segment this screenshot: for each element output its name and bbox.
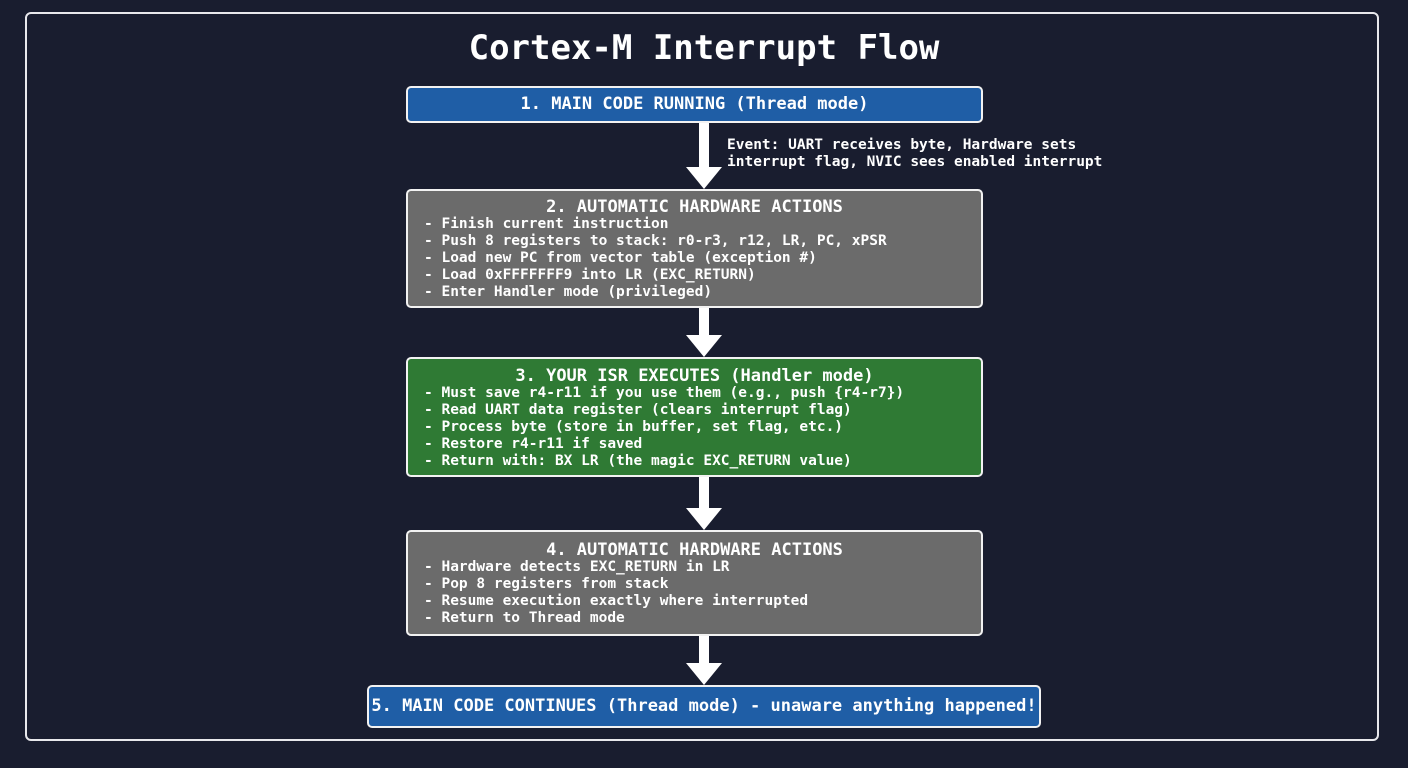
step-2-line: - Push 8 registers to stack: r0-r3, r12,… — [424, 233, 887, 249]
event-note-line-1: Event: UART receives byte, Hardware sets — [727, 137, 1077, 153]
step-4-line: - Resume execution exactly where interru… — [424, 593, 809, 609]
step-4-lines: - Hardware detects EXC_RETURN in LR - Po… — [408, 559, 981, 627]
step-3-title: 3. YOUR ISR EXECUTES (Handler mode) — [515, 366, 874, 386]
step-2-box: 2. AUTOMATIC HARDWARE ACTIONS - Finish c… — [406, 189, 983, 308]
step-5-title: 5. MAIN CODE CONTINUES (Thread mode) - u… — [371, 696, 1037, 716]
event-note: Event: UART receives byte, Hardware sets… — [727, 137, 1102, 171]
step-2-line: - Finish current instruction — [424, 216, 669, 232]
step-3-lines: - Must save r4-r11 if you use them (e.g.… — [408, 385, 981, 470]
event-note-line-2: interrupt flag, NVIC sees enabled interr… — [727, 154, 1103, 170]
diagram-title: Cortex-M Interrupt Flow — [468, 28, 940, 68]
step-5-box: 5. MAIN CODE CONTINUES (Thread mode) - u… — [367, 685, 1041, 728]
step-2-line: - Load 0xFFFFFFF9 into LR (EXC_RETURN) — [424, 267, 756, 283]
arrow-4-to-5 — [686, 636, 722, 685]
arrow-3-to-4 — [686, 477, 722, 530]
step-3-box: 3. YOUR ISR EXECUTES (Handler mode) - Mu… — [406, 357, 983, 477]
step-2-line: - Enter Handler mode (privileged) — [424, 284, 713, 300]
step-4-box: 4. AUTOMATIC HARDWARE ACTIONS - Hardware… — [406, 530, 983, 636]
step-3-line: - Read UART data register (clears interr… — [424, 402, 852, 418]
step-4-line: - Hardware detects EXC_RETURN in LR — [424, 559, 730, 575]
step-2-line: - Load new PC from vector table (excepti… — [424, 250, 817, 266]
step-4-title: 4. AUTOMATIC HARDWARE ACTIONS — [546, 540, 843, 560]
step-2-lines: - Finish current instruction - Push 8 re… — [408, 216, 981, 301]
step-2-title: 2. AUTOMATIC HARDWARE ACTIONS — [546, 197, 843, 217]
arrow-2-to-3 — [686, 308, 722, 357]
step-4-line: - Pop 8 registers from stack — [424, 576, 669, 592]
step-3-line: - Must save r4-r11 if you use them (e.g.… — [424, 385, 905, 401]
diagram-frame — [25, 12, 1379, 741]
step-1-box: 1. MAIN CODE RUNNING (Thread mode) — [406, 86, 983, 123]
step-3-line: - Restore r4-r11 if saved — [424, 436, 643, 452]
step-4-line: - Return to Thread mode — [424, 610, 625, 626]
step-3-line: - Return with: BX LR (the magic EXC_RETU… — [424, 453, 852, 469]
step-1-title: 1. MAIN CODE RUNNING (Thread mode) — [520, 94, 869, 114]
step-3-line: - Process byte (store in buffer, set fla… — [424, 419, 844, 435]
arrow-1-to-2 — [686, 123, 722, 189]
